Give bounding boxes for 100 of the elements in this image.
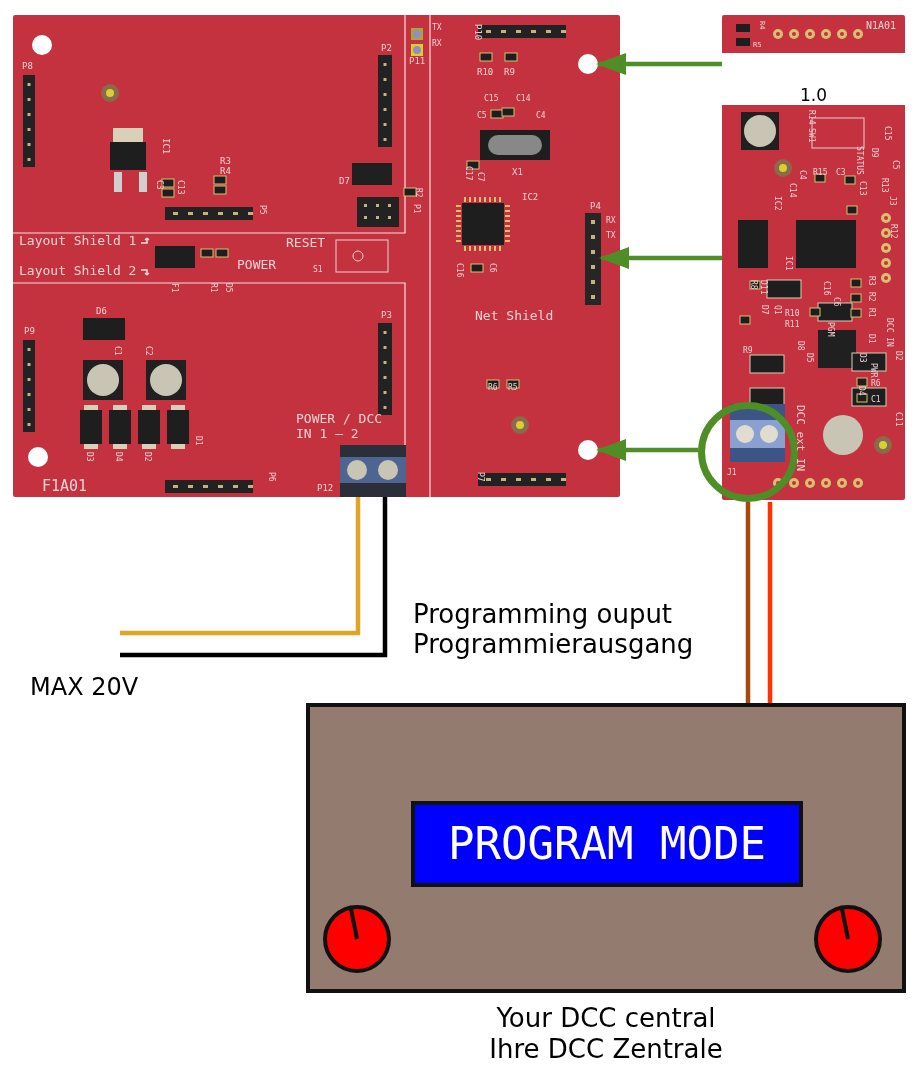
caption-text: Your DCC central Ihre DCC Zentrale	[488, 1003, 724, 1066]
silkscreen-label: P1	[412, 204, 420, 214]
silkscreen-label: C6	[832, 297, 840, 307]
lcd-display	[411, 801, 803, 887]
silkscreen-label: D3	[858, 353, 866, 363]
silkscreen-label: R9	[743, 347, 753, 355]
silkscreen-label: C13	[858, 181, 866, 196]
silkscreen-label: IC2	[773, 196, 781, 211]
silkscreen-label: P9	[24, 327, 35, 336]
silkscreen-label: IC2	[522, 193, 539, 202]
silkscreen-label: C5	[891, 160, 899, 170]
silkscreen-label: R1	[209, 283, 217, 293]
silkscreen-label: R2	[867, 292, 875, 302]
silkscreen-label: C14	[516, 95, 531, 103]
silkscreen-label: C16	[822, 281, 830, 296]
silkscreen-label: PWR	[869, 363, 877, 378]
silkscreen-label: C3	[836, 169, 846, 177]
silkscreen-label: R3	[220, 157, 231, 166]
screw-terminal	[340, 445, 406, 497]
silkscreen-label: R4	[220, 167, 231, 176]
silkscreen-label: R10	[477, 68, 494, 77]
silkscreen-label: C15	[883, 126, 891, 141]
silkscreen-label: SW1	[807, 128, 815, 143]
silkscreen-label: R5	[508, 384, 518, 392]
silkscreen-label: D3	[85, 452, 93, 462]
silkscreen-label: DCC IN	[885, 318, 893, 347]
silkscreen-label: R2	[414, 188, 422, 198]
silkscreen-label: R9	[504, 68, 515, 77]
silkscreen-label: C3	[155, 180, 163, 190]
silkscreen-label: C4	[536, 112, 546, 120]
silkscreen-label: TX	[432, 24, 442, 32]
silkscreen-label: R15	[813, 169, 828, 177]
silkscreen-label: R6	[871, 380, 881, 388]
silkscreen-label: R12	[889, 224, 897, 239]
silkscreen-label: Layout Shield 1	[19, 234, 137, 247]
silkscreen-label: J3	[888, 196, 896, 206]
silkscreen-label: X1	[512, 168, 523, 177]
silkscreen-label: Net Shield	[475, 309, 554, 322]
silkscreen-label: D9	[870, 148, 878, 158]
silkscreen-label: D1	[194, 436, 202, 446]
silkscreen-label: IC1	[161, 138, 170, 155]
silkscreen-label: IC1	[784, 256, 792, 271]
wire	[767, 502, 773, 703]
wire	[120, 497, 388, 658]
silkscreen-label: D4	[857, 386, 865, 396]
silkscreen-label: C16	[455, 263, 463, 278]
silkscreen-label: D7	[760, 305, 768, 315]
silkscreen-label: R10	[785, 310, 800, 318]
silkscreen-label: Layout Shield 2	[19, 264, 137, 277]
version-label: 1.0	[800, 87, 828, 104]
silkscreen-label: C7	[476, 172, 484, 182]
silkscreen-label: D5	[805, 353, 813, 363]
silkscreen-label: P3	[381, 311, 392, 320]
silkscreen-label: P10	[473, 24, 482, 41]
display-text: PROGRAM MODE	[447, 822, 767, 866]
silkscreen-label: C2	[144, 346, 152, 356]
silkscreen-label: R8	[749, 280, 757, 290]
silkscreen-label: P7	[476, 472, 484, 482]
silkscreen-label: D7	[339, 177, 350, 186]
silkscreen-label: D1	[867, 334, 875, 344]
silkscreen-label: F1	[170, 283, 178, 293]
silkscreen-label: C6	[488, 263, 496, 273]
silkscreen-label: D8	[796, 341, 804, 351]
command-station-box	[306, 703, 906, 993]
silkscreen-label: R14	[807, 110, 815, 125]
silkscreen-label: P5	[258, 205, 266, 215]
silkscreen-label: RESET	[286, 236, 326, 249]
silkscreen-label: D6	[96, 307, 107, 316]
silkscreen-label: C15	[484, 95, 499, 103]
voltage-label: MAX 20V	[30, 675, 139, 699]
silkscreen-label: C1	[113, 346, 121, 356]
silkscreen-label: D2	[894, 351, 902, 361]
silkscreen-label: R11	[785, 321, 800, 329]
silkscreen-label: N1A01	[866, 21, 897, 31]
silkscreen-label: S1	[313, 266, 323, 274]
silkscreen-label: D5	[224, 283, 232, 293]
silkscreen-label: C5	[477, 112, 487, 120]
annotation-text: Programming ouput Programmierausgang	[413, 600, 695, 660]
highlight-circle	[698, 402, 798, 502]
silkscreen-label: D11	[759, 280, 767, 295]
silkscreen-label: C4	[798, 170, 806, 180]
silkscreen-label: F1A01	[42, 479, 88, 494]
silkscreen-label: C14	[788, 183, 796, 198]
silkscreen-label: R3	[867, 276, 875, 286]
silkscreen-label: D4	[114, 452, 122, 462]
arrow	[599, 247, 722, 269]
silkscreen-label: C1	[871, 396, 881, 404]
silkscreen-label: R6	[488, 384, 498, 392]
silkscreen-label: P6	[267, 472, 275, 482]
silkscreen-label: DCC ext IN	[795, 405, 806, 472]
arrow	[596, 53, 722, 75]
silkscreen-label: P8	[22, 62, 33, 71]
wire	[745, 502, 751, 703]
silkscreen-label: R1	[867, 308, 875, 318]
silkscreen-label: C11	[894, 412, 902, 427]
arrow	[596, 439, 698, 461]
silkscreen-label: J1	[727, 469, 737, 477]
wire	[120, 497, 361, 636]
silkscreen-label: P11	[409, 57, 426, 66]
silkscreen-label: POWER / DCC IN 1 – 2	[296, 412, 384, 442]
